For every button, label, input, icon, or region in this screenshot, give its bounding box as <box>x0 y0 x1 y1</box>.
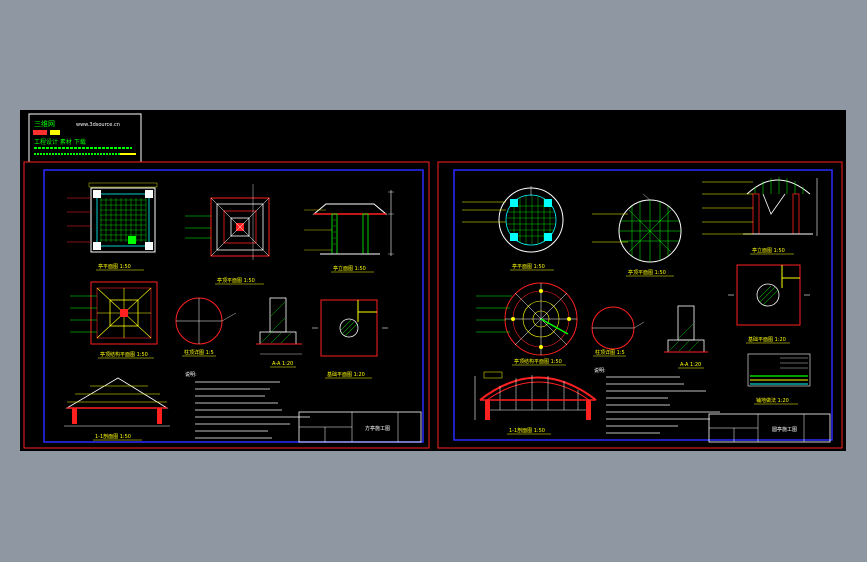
notes-left: 说明: <box>185 371 310 439</box>
drawing-section-aa: A-A 1:20 <box>256 297 302 368</box>
caption-right-col-detail: 柱顶详图 1:5 <box>595 349 625 356</box>
title-table-right-text: 圆亭施工图 <box>772 426 797 433</box>
caption-right-section-aa: A-A 1:20 <box>680 362 701 368</box>
caption-left-base-plan: 基础平面图 1:20 <box>327 371 365 378</box>
drawing-roof-struct: 亭顶结构平面图 1:50 <box>70 281 158 359</box>
drawing-paving: 铺地做法 1:20 <box>747 353 811 405</box>
cad-drawing: 三维网 www.3dsource.cn 工程设计 素材 下载 亭平面图 <box>23 113 843 449</box>
logo-line2: www.3dsource.cn <box>76 122 120 128</box>
caption-right-section-11: 1-1剖面图 1:50 <box>509 427 545 434</box>
drawing-base-plan: 基础平面图 1:20 <box>312 299 388 379</box>
caption-left-col-detail: 柱顶详图 1:5 <box>184 349 214 356</box>
drawing-section-11: 1-1剖面图 1:50 <box>64 377 170 441</box>
caption-right-elevation: 亭立面图 1:50 <box>752 247 785 254</box>
sheet-left: 亭平面图 1:50 亭顶平面图 1:50 亭立 <box>23 161 430 449</box>
sheet-left-frame <box>43 169 424 443</box>
notes-right-title: 说明: <box>594 367 606 374</box>
title-table-left-text: 方亭施工图 <box>365 425 390 432</box>
drawing-plan-round: 亭平面图 1:50 <box>462 186 564 271</box>
title-table-right: 圆亭施工图 <box>708 413 831 443</box>
caption-left-section-11: 1-1剖面图 1:50 <box>95 433 131 440</box>
logo-title-block: 三维网 www.3dsource.cn 工程设计 素材 下载 <box>28 113 142 163</box>
drawing-elevation-round: 亭立面图 1:50 <box>702 177 818 255</box>
drawing-elevation: 亭立面图 1:50 <box>304 190 394 273</box>
caption-left-elevation: 亭立面图 1:50 <box>333 265 366 272</box>
caption-left-roof-struct: 亭顶结构平面图 1:50 <box>100 351 148 358</box>
cad-viewport[interactable]: 三维网 www.3dsource.cn 工程设计 素材 下载 亭平面图 <box>20 110 846 451</box>
caption-right-base-plan: 基础平面图 1:20 <box>748 336 786 343</box>
caption-right-paving: 铺地做法 1:20 <box>756 397 789 404</box>
sheet-left-border <box>23 161 430 449</box>
drawing-base-plan-round: 基础平面图 1:20 <box>728 264 810 344</box>
drawing-roof-plan: 亭顶平面图 1:50 <box>185 184 270 285</box>
caption-left-plan: 亭平面图 1:50 <box>98 263 131 270</box>
notes-left-title: 说明: <box>185 371 197 378</box>
drawing-plan: 亭平面图 1:50 <box>67 182 158 271</box>
notes-right: 说明: <box>594 367 720 434</box>
logo-line3: 工程设计 素材 下载 <box>34 138 86 146</box>
drawing-section-aa-round: A-A 1:20 <box>664 305 708 369</box>
sheet-right: 亭平面图 1:50 亭顶平面图 1:50 <box>437 161 843 449</box>
title-table-left: 方亭施工图 <box>298 411 422 443</box>
drawing-col-detail: 柱顶详图 1:5 <box>175 297 237 357</box>
caption-right-plan: 亭平面图 1:50 <box>512 263 545 270</box>
sheet-right-border <box>437 161 843 449</box>
logo-line1: 三维网 <box>34 119 55 128</box>
drawing-roof-struct-round: 亭顶结构平面图 1:50 <box>476 282 578 366</box>
drawing-col-detail-round: 柱顶详图 1:5 <box>591 306 645 357</box>
caption-left-roof-plan: 亭顶平面图 1:50 <box>217 277 255 284</box>
sheet-right-frame <box>453 169 833 441</box>
caption-left-section-aa: A-A 1:20 <box>272 361 293 367</box>
caption-right-roof-struct: 亭顶结构平面图 1:50 <box>514 358 562 365</box>
drawing-roof-plan-round: 亭顶平面图 1:50 <box>592 193 682 277</box>
caption-right-roof-plan: 亭顶平面图 1:50 <box>628 269 666 276</box>
drawing-section-11-round: 1-1剖面图 1:50 <box>474 371 597 435</box>
